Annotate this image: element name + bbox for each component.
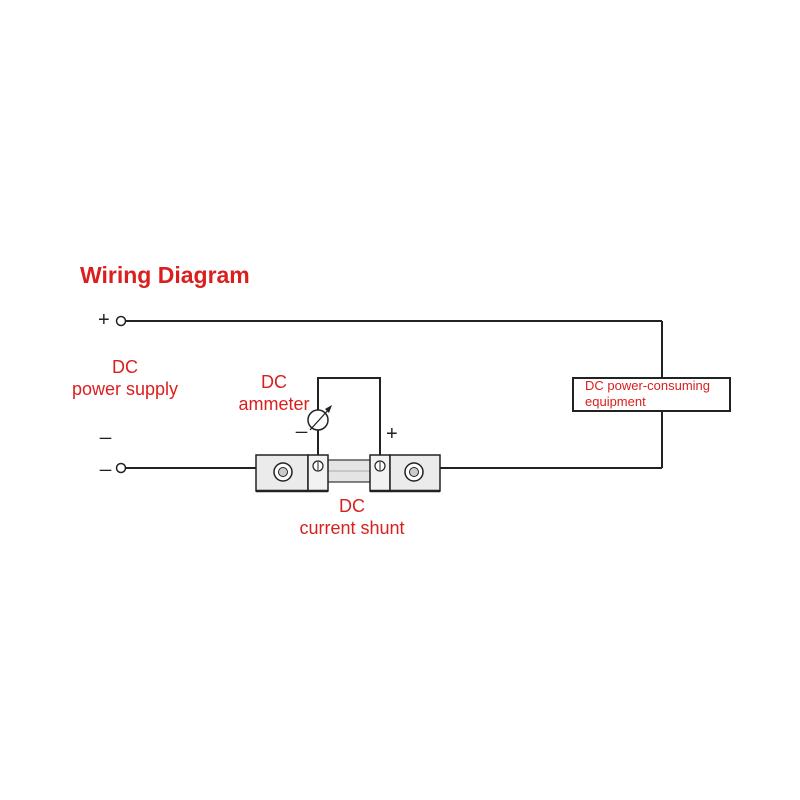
load-box [572, 377, 731, 412]
current-shunt [255, 454, 441, 493]
negative-terminal [115, 462, 127, 474]
load-label: DC power-consuming equipment [585, 378, 710, 409]
power-supply-label: DC power supply [71, 357, 179, 399]
supply-minus-label: _ [100, 418, 112, 440]
supply-minus-sign: _ [100, 450, 112, 472]
ammeter-label: DC ammeter [238, 372, 310, 414]
ammeter-symbol [307, 405, 332, 431]
diagram-title: Wiring Diagram [80, 262, 250, 288]
ammeter-minus-sign: _ [296, 412, 308, 434]
supply-plus-sign: + [98, 309, 110, 331]
positive-terminal [115, 315, 127, 327]
shunt-label: DC current shunt [299, 496, 405, 538]
ammeter-plus-sign: + [386, 423, 398, 445]
